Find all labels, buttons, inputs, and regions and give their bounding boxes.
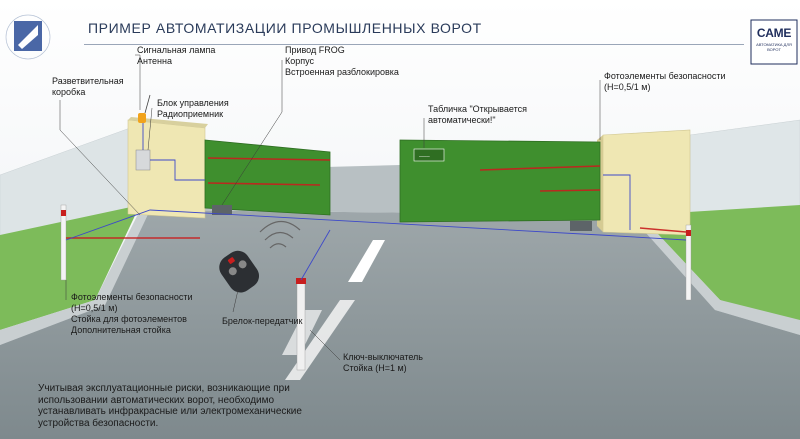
control-unit-box xyxy=(135,149,151,171)
remote-fob xyxy=(219,250,260,293)
wiring xyxy=(65,123,687,281)
curb-left xyxy=(0,210,150,345)
beam-4 xyxy=(539,189,601,192)
label-line: Фотоэлементы безопасности xyxy=(604,71,726,81)
signal-arc-3 xyxy=(259,220,301,233)
label-line: Брелок-передатчик xyxy=(222,316,303,326)
auto-open-sign xyxy=(413,148,445,162)
right-pillar xyxy=(602,129,691,236)
left-drive-motor xyxy=(212,205,232,215)
label-line: Ключ-выключатель xyxy=(343,352,423,362)
leader-key xyxy=(309,329,341,361)
left-gate-leaf xyxy=(204,139,331,216)
wire-main xyxy=(65,209,687,241)
label-line: Сигнальная лампа xyxy=(137,45,216,55)
leader-junction xyxy=(59,100,141,216)
safety-note: Учитывая эксплуатационные риски, возника… xyxy=(38,383,302,429)
label-line: Стойка (Н=1 м) xyxy=(343,363,407,373)
title-divider xyxy=(84,44,744,45)
label-line: (Н=0,5/1 м) xyxy=(604,82,651,92)
left-pillar-top xyxy=(128,117,208,128)
road xyxy=(0,210,800,439)
remote-button-1 xyxy=(228,267,237,276)
lane-mark xyxy=(348,240,385,282)
wire-key xyxy=(300,229,331,281)
right-drive-motor xyxy=(570,221,592,231)
label-lamp-antenna: Сигнальная лампа Антенна xyxy=(137,45,215,67)
beam-2 xyxy=(207,182,321,186)
label-line: Встроенная разблокировка xyxy=(285,67,399,77)
wire-ctrl xyxy=(150,159,205,181)
label-line: Фотоэлементы безопасности xyxy=(71,292,193,302)
note-line: использовании автоматических ворот, необ… xyxy=(38,394,275,406)
signal-lamp xyxy=(138,113,146,123)
remote-led xyxy=(227,257,235,264)
note-line: устройства безопасности. xyxy=(38,417,159,429)
label-control-unit: Блок управления Радиоприемник xyxy=(157,98,229,120)
signal-arc-1 xyxy=(269,243,287,249)
beam-6 xyxy=(639,227,687,233)
wire-right xyxy=(603,174,631,230)
label-photocells-right: Фотоэлементы безопасности (Н=0,5/1 м) xyxy=(604,71,725,93)
photocell-post-left xyxy=(60,204,67,281)
brand-tagline: АВТОМАТИКА ДЛЯ ВОРОТ xyxy=(756,42,792,52)
ir-beams xyxy=(66,157,687,239)
left-pillar xyxy=(127,119,206,219)
label-line: автоматически!" xyxy=(428,115,496,125)
logo-mark xyxy=(18,25,38,49)
key-switch-head xyxy=(296,278,306,284)
logo-ring xyxy=(5,14,51,60)
label-line: Дополнительная стойка xyxy=(71,325,171,335)
leader-lamp xyxy=(135,54,141,110)
note-line: Учитывая эксплуатационные риски, возника… xyxy=(38,383,290,394)
label-line: Корпус xyxy=(285,56,315,66)
label-photocells-left: Фотоэлементы безопасности (Н=0,5/1 м) Ст… xyxy=(71,292,192,336)
right-gate-leaf xyxy=(399,139,601,223)
photocell-post-left-stripe xyxy=(61,210,66,216)
sign-graphic-text: ─── xyxy=(419,154,430,160)
corner-logo xyxy=(5,14,51,60)
leader-ctrl xyxy=(147,107,153,151)
remote-signal-icon xyxy=(259,220,301,249)
note-line: устанавливать инфракрасные или электроме… xyxy=(38,406,302,417)
label-line: Блок управления xyxy=(157,98,229,108)
label-line: Разветвительная xyxy=(52,76,124,86)
grass-right xyxy=(640,205,800,330)
brand-name: CAME xyxy=(756,26,792,40)
remote-button-2 xyxy=(238,260,247,269)
label-drive: Привод FROG Корпус Встроенная разблокиро… xyxy=(285,45,399,78)
leader-lines xyxy=(59,54,601,361)
label-sign: Табличка "Открывается автоматически!" xyxy=(428,104,527,126)
brand-logo: CAME АВТОМАТИКА ДЛЯ ВОРОТ xyxy=(751,20,797,64)
leader-remote xyxy=(232,289,239,313)
label-junction-box: Разветвительная коробка xyxy=(52,76,124,98)
page-title: ПРИМЕР АВТОМАТИЗАЦИИ ПРОМЫШЛЕННЫХ ВОРОТ xyxy=(88,20,482,36)
label-line: Радиоприемник xyxy=(157,109,224,119)
beam-3 xyxy=(479,165,601,171)
beam-1 xyxy=(207,157,331,161)
label-key-switch: Ключ-выключатель Стойка (Н=1 м) xyxy=(343,352,423,374)
signal-arc-2 xyxy=(264,231,294,241)
label-line: (Н=0,5/1 м) xyxy=(71,303,118,313)
photocell-post-right-stripe xyxy=(686,230,691,236)
label-line: Антенна xyxy=(137,56,172,66)
brand-box xyxy=(750,19,798,65)
antenna xyxy=(144,94,151,114)
label-line: Табличка "Открывается xyxy=(428,104,527,114)
label-line: коробка xyxy=(52,87,86,97)
label-remote: Брелок-передатчик xyxy=(222,316,302,327)
leader-drive xyxy=(221,60,283,206)
label-line: Привод FROG xyxy=(285,45,345,55)
photocell-post-right xyxy=(685,224,692,301)
grass-left xyxy=(0,205,140,330)
label-line: Стойка для фотоэлементов xyxy=(71,314,187,324)
